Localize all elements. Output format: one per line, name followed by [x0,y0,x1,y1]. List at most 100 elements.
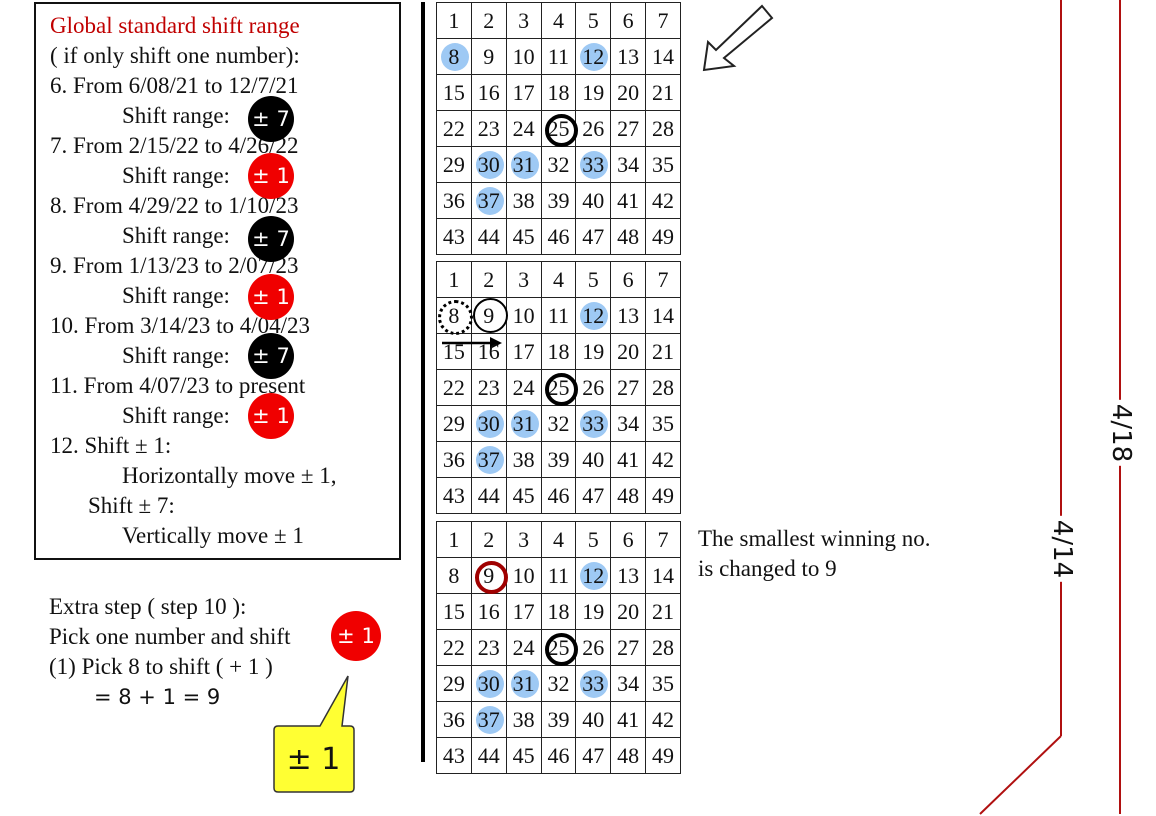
grid-1-cell-10: 10 [505,38,542,75]
note-line-2: is changed to 9 [698,556,837,581]
grid-3-cell-17: 17 [505,593,542,630]
grid-1-cell-46: 46 [540,218,577,255]
grid-1-cell-29: 29 [436,146,472,183]
grid-3-cell-1: 1 [436,521,472,558]
grid-3-cell-7: 7 [645,521,681,558]
grid-2-cell-33: 33 [575,405,612,442]
grid-3-cell-45: 45 [505,737,542,774]
rule-9-range-label: Shift range: [122,283,230,308]
grid-1-cell-45: 45 [505,218,542,255]
grid-1-cell-48: 48 [610,218,647,255]
grid-2-cell-27: 27 [610,369,647,406]
extra-step-shift-badge: ± 1 [331,611,381,661]
grid-2-cell-19: 19 [575,333,612,370]
shift-badge-rule-9: ± 1 [248,274,294,320]
grid-1-cell-35: 35 [645,146,681,183]
grid-3-cell-39: 39 [540,701,577,738]
grid-3-cell-14: 14 [645,557,681,594]
grid-3-cell-10: 10 [505,557,542,594]
grid-2-cell-12: 12 [575,297,612,334]
grid-1-cell-44: 44 [470,218,507,255]
shift-badge-rule-6: ± 7 [248,96,294,142]
grid-1-cell-14: 14 [645,38,681,75]
grid-3-cell-12: 12 [575,557,612,594]
grid-2-cell-35: 35 [645,405,681,442]
grid-3-cell-24: 24 [505,629,542,666]
grid-1-cell-28: 28 [645,110,681,147]
rule-11-range-label: Shift range: [122,403,230,428]
grid-2-cell-43: 43 [436,477,472,514]
shift-rules-panel: Global standard shift range ( if only sh… [34,2,401,560]
grid-3-cell-20: 20 [610,593,647,630]
grid-3-cell-41: 41 [610,701,647,738]
grid-1-cell-9: 9 [470,38,507,75]
grid-1-cell-4: 4 [540,2,577,39]
grid-1-cell-47: 47 [575,218,612,255]
grid-1-cell-16: 16 [470,74,507,111]
grid-2-cell-29: 29 [436,405,472,442]
grid-3-cell-22: 22 [436,629,472,666]
grid-2-cell-49: 49 [645,477,681,514]
grid-1-cell-3: 3 [505,2,542,39]
grid-3-cell-18: 18 [540,593,577,630]
grid-3-cell-32: 32 [540,665,577,702]
grid-3-cell-23: 23 [470,629,507,666]
rule-6-dates: 6. From 6/08/21 to 12/7/21 [50,73,299,98]
grid-1-cell-2: 2 [470,2,507,39]
grid-3-cell-25: 25 [540,629,578,667]
grid-2-cell-9: 9 [470,297,509,334]
date-label-outer: 4/18 [1106,399,1137,467]
extra-step-title: Extra step ( step 10 ): [49,594,247,619]
grid-3-cell-21: 21 [645,593,681,630]
rule-12-vertical: Vertically move ± 1 [122,523,304,548]
date-label-inner: 4/14 [1047,515,1078,583]
pointer-arrow-icon [702,4,774,72]
rule-8-range-label: Shift range: [122,223,230,248]
shift-right-arrow-icon [442,337,502,349]
grid-1-cell-25: 25 [540,110,578,148]
grid-3-cell-37: 37 [470,701,507,738]
grid-2-cell-10: 10 [505,297,542,334]
grid-3-cell-15: 15 [436,593,472,630]
grid-2-cell-32: 32 [540,405,577,442]
grid-1-cell-42: 42 [645,182,681,219]
grid-1-cell-19: 19 [575,74,612,111]
grid-3-cell-16: 16 [470,593,507,630]
grid-1-cell-49: 49 [645,218,681,255]
grid-1-cell-21: 21 [645,74,681,111]
rule-8-dates: 8. From 4/29/22 to 1/10/23 [50,193,299,218]
grid-2-cell-34: 34 [610,405,647,442]
grid-3-cell-3: 3 [505,521,542,558]
shift-badge-rule-10: ± 7 [248,333,294,379]
grid-1-cell-34: 34 [610,146,647,183]
grid-1-cell-6: 6 [610,2,647,39]
grid-3-cell-46: 46 [540,737,577,774]
grid-2-cell-42: 42 [645,441,681,478]
grid-3-cell-4: 4 [540,521,577,558]
grid-2-cell-4: 4 [540,261,577,298]
grid-2-cell-44: 44 [470,477,507,514]
grid-1-cell-40: 40 [575,182,612,219]
grid-2-cell-22: 22 [436,369,472,406]
grid-3-cell-6: 6 [610,521,647,558]
grid-2-cell-48: 48 [610,477,647,514]
grid-2-cell-37: 37 [470,441,507,478]
grid-2-cell-45: 45 [505,477,542,514]
grid-3-cell-49: 49 [645,737,681,774]
grid-3-cell-34: 34 [610,665,647,702]
rules-title: Global standard shift range [50,13,300,38]
grid-3-cell-38: 38 [505,701,542,738]
grid-1-cell-18: 18 [540,74,577,111]
grid-1-cell-1: 1 [436,2,472,39]
grid-3-cell-43: 43 [436,737,472,774]
rule-12-head-2: Shift ± 7: [88,493,175,518]
grid-2-cell-13: 13 [610,297,647,334]
grid-2-cell-2: 2 [470,261,507,298]
rule-6-range-label: Shift range: [122,103,230,128]
grid-2-cell-3: 3 [505,261,542,298]
grid-3-cell-36: 36 [436,701,472,738]
grid-2-cell-40: 40 [575,441,612,478]
grid-1-cell-23: 23 [470,110,507,147]
